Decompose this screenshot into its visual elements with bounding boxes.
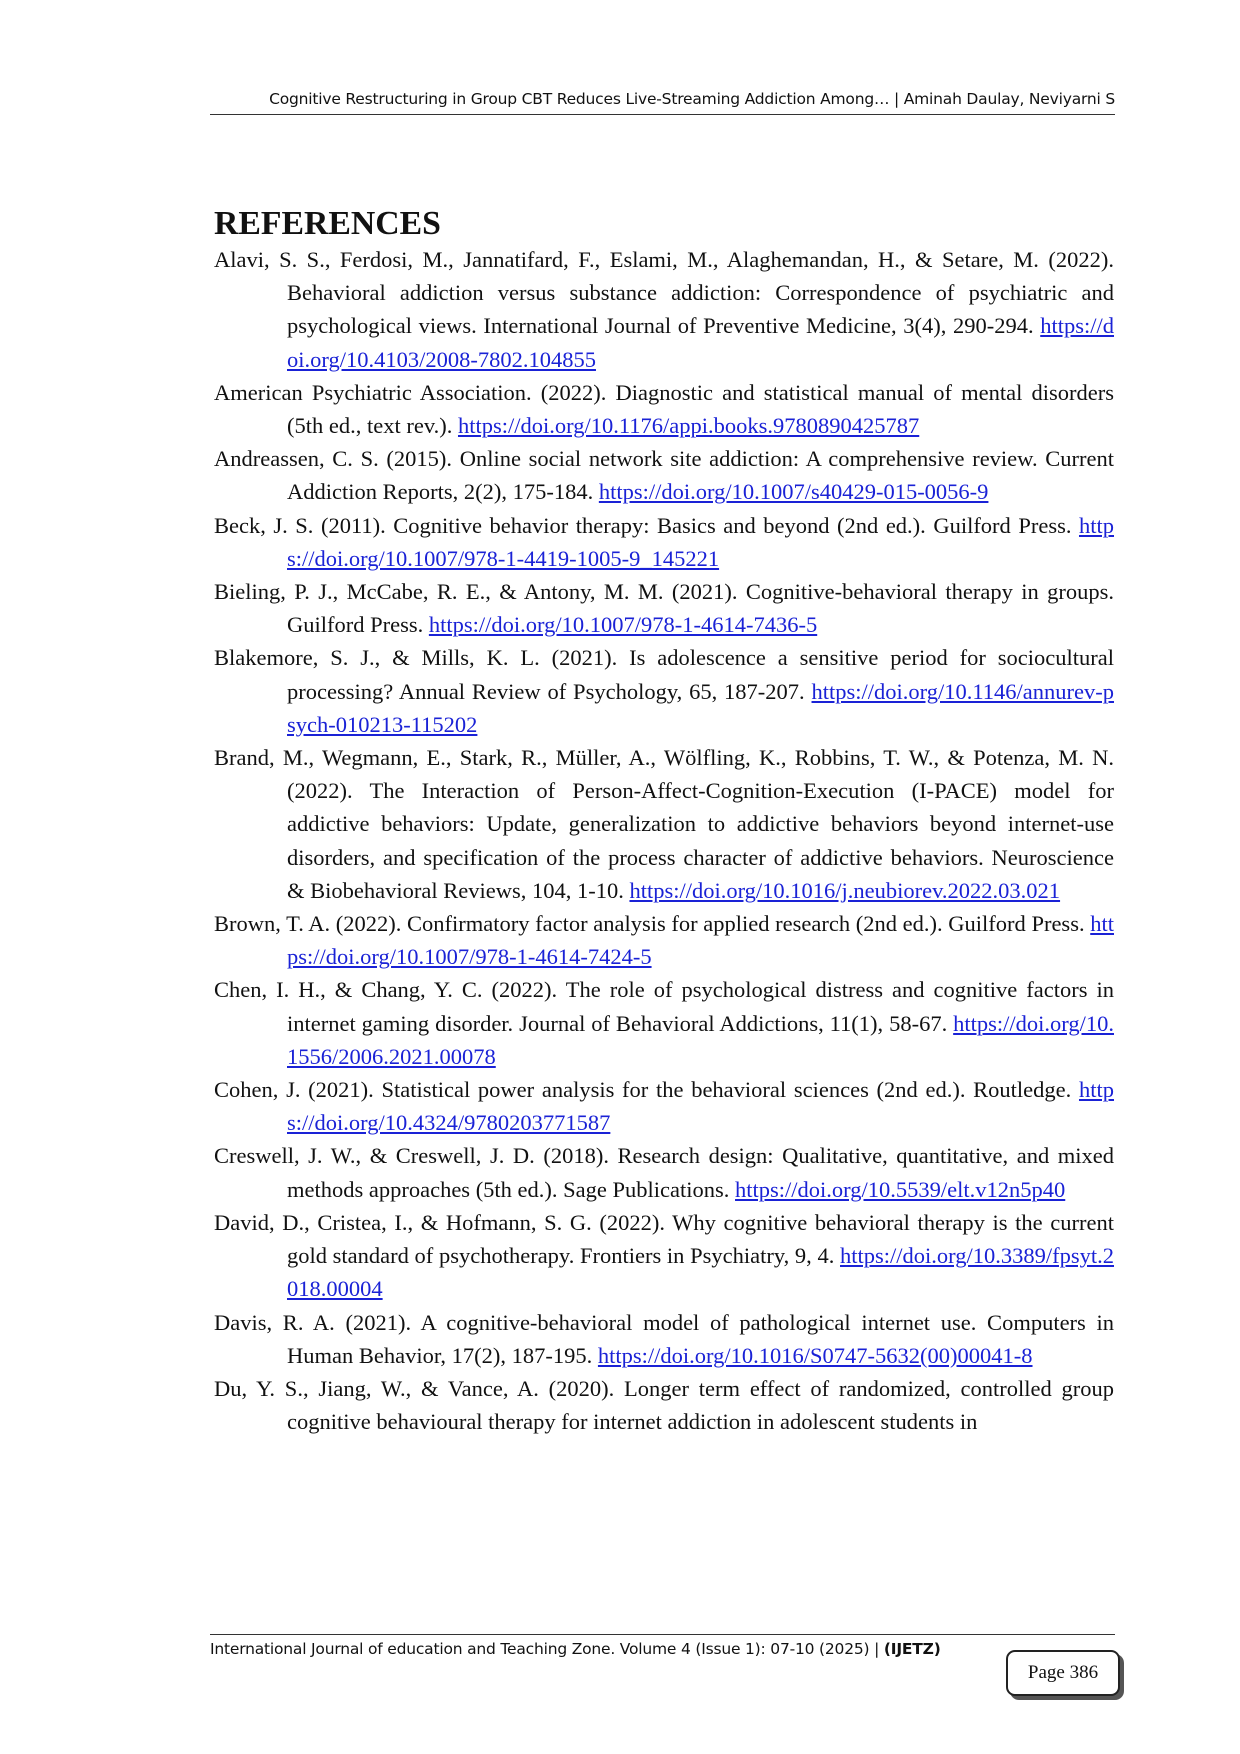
reference-entry: American Psychiatric Association. (2022)…	[214, 376, 1114, 442]
page-number-badge: Page 386	[1006, 1650, 1120, 1696]
reference-text: Chen, I. H., & Chang, Y. C. (2022). The …	[214, 977, 1114, 1036]
section-heading: REFERENCES	[214, 205, 441, 242]
reference-entry: Creswell, J. W., & Creswell, J. D. (2018…	[214, 1139, 1114, 1205]
reference-text: Brand, M., Wegmann, E., Stark, R., Mülle…	[214, 745, 1114, 903]
header-divider	[210, 114, 1115, 115]
reference-entry: Chen, I. H., & Chang, Y. C. (2022). The …	[214, 973, 1114, 1073]
reference-doi-link[interactable]: https://doi.org/10.1007/978-1-4419-1005-…	[287, 512, 1114, 571]
reference-text: Cohen, J. (2021). Statistical power anal…	[214, 1077, 1079, 1103]
reference-doi-link[interactable]: https://doi.org/10.1016/S0747-5632(00)00…	[597, 1342, 1033, 1368]
reference-entry: Davis, R. A. (2021). A cognitive-behavio…	[214, 1306, 1114, 1372]
reference-entry: Brand, M., Wegmann, E., Stark, R., Mülle…	[214, 741, 1114, 907]
reference-entry: Du, Y. S., Jiang, W., & Vance, A. (2020)…	[214, 1372, 1114, 1438]
running-footer: International Journal of education and T…	[210, 1640, 941, 1658]
reference-doi-link[interactable]: https://doi.org/10.3389/fpsyt.2018.00004	[287, 1243, 1114, 1302]
reference-entry: Blakemore, S. J., & Mills, K. L. (2021).…	[214, 641, 1114, 741]
reference-text: Blakemore, S. J., & Mills, K. L. (2021).…	[214, 645, 1114, 704]
reference-entry: David, D., Cristea, I., & Hofmann, S. G.…	[214, 1206, 1114, 1306]
journal-citation: International Journal of education and T…	[210, 1640, 884, 1658]
reference-text: American Psychiatric Association. (2022)…	[214, 379, 1114, 439]
reference-doi-link[interactable]: https://doi.org/10.4103/2008-7802.104855	[287, 313, 1114, 372]
reference-doi-link[interactable]: https://doi.org/10.1007/s40429-015-0056-…	[598, 479, 989, 505]
footer-divider	[210, 1634, 1115, 1635]
reference-doi-link[interactable]: https://doi.org/10.1146/annurev-psych-01…	[287, 678, 1114, 737]
reference-text: Bieling, P. J., McCabe, R. E., & Antony,…	[214, 579, 1114, 638]
reference-text: Du, Y. S., Jiang, W., & Vance, A. (2020)…	[214, 1375, 1114, 1435]
reference-entry: Beck, J. S. (2011). Cognitive behavior t…	[214, 509, 1114, 575]
reference-entry: Andreassen, C. S. (2015). Online social …	[214, 442, 1114, 508]
reference-doi-link[interactable]: https://doi.org/10.1016/j.neubiorev.2022…	[629, 877, 1061, 903]
reference-text: Creswell, J. W., & Creswell, J. D. (2018…	[214, 1143, 1114, 1202]
reference-entry: Bieling, P. J., McCabe, R. E., & Antony,…	[214, 575, 1114, 641]
reference-doi-link[interactable]: https://doi.org/10.1176/appi.books.97808…	[457, 413, 920, 439]
reference-doi-link[interactable]: https://doi.org/10.1007/978-1-4614-7424-…	[287, 911, 1114, 970]
references-section: REFERENCES Alavi, S. S., Ferdosi, M., Ja…	[214, 205, 1114, 1438]
reference-entry: Cohen, J. (2021). Statistical power anal…	[214, 1073, 1114, 1139]
reference-text: Alavi, S. S., Ferdosi, M., Jannatifard, …	[214, 247, 1114, 339]
reference-doi-link[interactable]: https://doi.org/10.1556/2006.2021.00078	[287, 1010, 1114, 1069]
reference-entry: Alavi, S. S., Ferdosi, M., Jannatifard, …	[214, 243, 1114, 376]
reference-text: Andreassen, C. S. (2015). Online social …	[214, 446, 1114, 505]
reference-doi-link[interactable]: https://doi.org/10.5539/elt.v12n5p40	[735, 1176, 1066, 1202]
reference-text: Beck, J. S. (2011). Cognitive behavior t…	[214, 512, 1079, 538]
reference-entry: Brown, T. A. (2022). Confirmatory factor…	[214, 907, 1114, 973]
running-header: Cognitive Restructuring in Group CBT Red…	[269, 90, 1115, 108]
reference-text: Brown, T. A. (2022). Confirmatory factor…	[214, 911, 1091, 937]
reference-text: David, D., Cristea, I., & Hofmann, S. G.…	[214, 1209, 1114, 1269]
reference-doi-link[interactable]: https://doi.org/10.4324/9780203771587	[287, 1077, 1114, 1136]
journal-abbreviation: (IJETZ)	[883, 1640, 941, 1658]
reference-text: Davis, R. A. (2021). A cognitive-behavio…	[214, 1309, 1114, 1368]
reference-doi-link[interactable]: https://doi.org/10.1007/978-1-4614-7436-…	[428, 612, 818, 638]
